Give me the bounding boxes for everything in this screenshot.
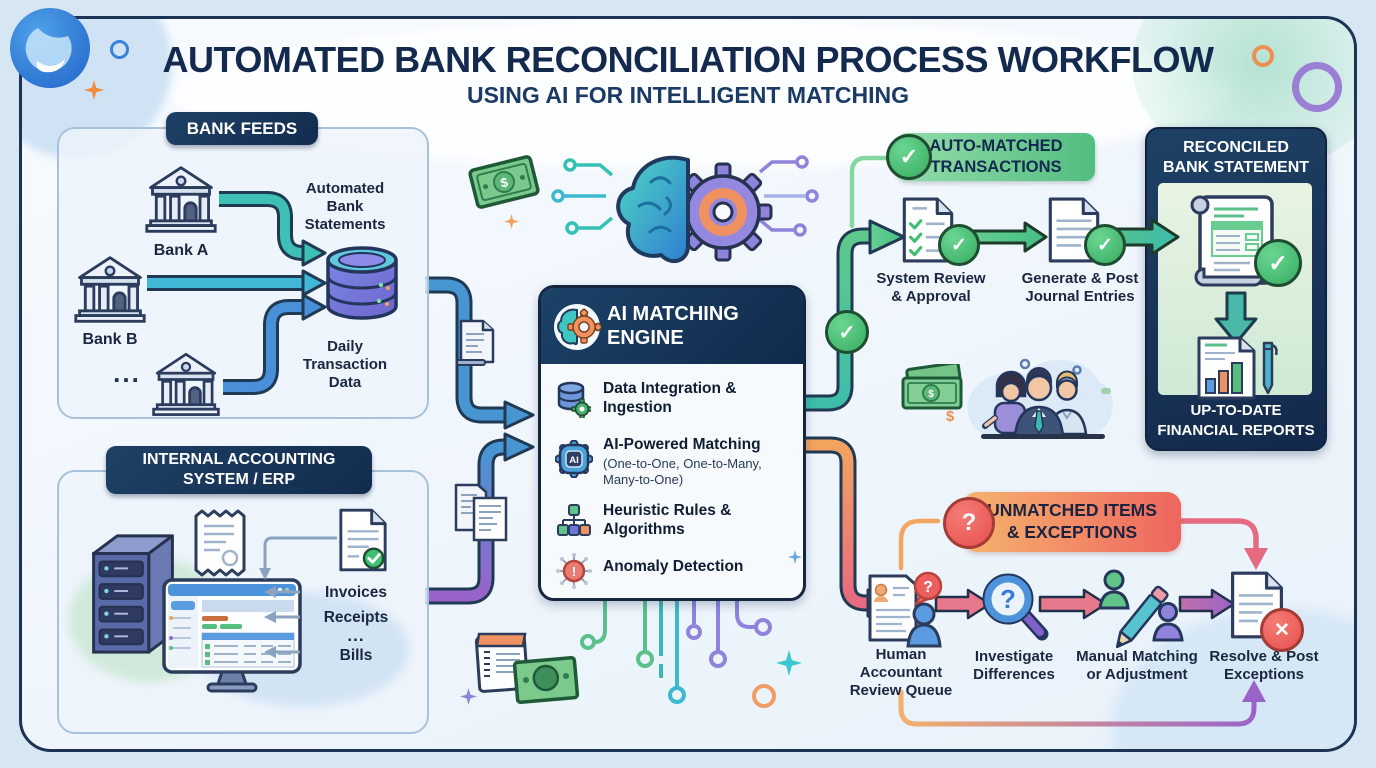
erp-badge: INTERNAL ACCOUNTING SYSTEM / ERP bbox=[106, 446, 372, 494]
unmatched-question-circle: ? bbox=[943, 497, 995, 549]
erp-badge-line2: SYSTEM / ERP bbox=[182, 471, 296, 488]
cross-glyph: ✕ bbox=[1274, 619, 1290, 641]
flow-docs-bottom-icon bbox=[454, 483, 508, 542]
erp-feed-arrows bbox=[259, 536, 337, 658]
bank-a-icon bbox=[145, 166, 217, 233]
bank-more-label: ... bbox=[113, 358, 141, 388]
system-review-label: System Review & Approval bbox=[876, 270, 986, 305]
engine-item-2-sub: (One-to-One, One-to-Many, Many-to-One) bbox=[603, 456, 762, 487]
unmatched-badge: UNMATCHED ITEMS & EXCEPTIONS bbox=[963, 492, 1181, 552]
ai-engine-title: AI MATCHING ENGINE bbox=[607, 302, 797, 350]
brain-gear-hero bbox=[616, 155, 773, 264]
pipe-check-circle: ✓ bbox=[825, 310, 869, 354]
system-review-check: ✓ bbox=[938, 224, 980, 266]
page-title: AUTOMATED BANK RECONCILIATION PROCESS WO… bbox=[162, 39, 1214, 80]
manual-matching-label: Manual Matching or Adjustment bbox=[1076, 648, 1198, 683]
manual-matching-icon bbox=[1098, 569, 1184, 648]
bill-dollar-2: $ bbox=[928, 389, 934, 400]
engine-item-4-label: Anomaly Detection bbox=[603, 558, 744, 575]
bill-dollar: $ bbox=[499, 174, 510, 190]
auto-matched-line2: TRANSACTIONS bbox=[930, 158, 1062, 176]
auto-matched-badge: AUTO-MATCHED TRANSACTIONS bbox=[897, 133, 1095, 181]
ai-matching-icon: AI bbox=[555, 440, 593, 478]
reconciled-footer-line1: UP-TO-DATE bbox=[1190, 402, 1282, 419]
erp-approved-doc-icon bbox=[339, 508, 387, 572]
engine-item-3-label: Heuristic Rules & Algorithms bbox=[603, 502, 732, 538]
human-accountant-icon: ? bbox=[868, 571, 943, 648]
brain-gear-mini-icon bbox=[554, 304, 601, 350]
money-bills-mid-icon: $ bbox=[901, 364, 963, 410]
reconciled-footer-line2: FINANCIAL REPORTS bbox=[1157, 421, 1315, 439]
journal-doc-check: ✓ bbox=[1084, 224, 1126, 266]
reconciled-footer: UP-TO-DATE FINANCIAL REPORTS bbox=[1147, 401, 1325, 440]
erp-monitor-icon bbox=[162, 578, 302, 693]
bank-database-icon bbox=[326, 246, 398, 320]
investigate-icon: ? bbox=[982, 573, 1049, 641]
ai-chip-text: AI bbox=[569, 455, 579, 466]
decor-ring-blue bbox=[110, 40, 129, 59]
anomaly-exclaim: ! bbox=[572, 564, 576, 579]
journal-label: Generate & Post Journal Entries bbox=[1021, 270, 1139, 305]
bubble-question: ? bbox=[923, 579, 933, 596]
human-accountant-label: Human Accountant Review Queue bbox=[849, 646, 953, 699]
bank-more-icon bbox=[152, 352, 220, 416]
anomaly-detection-icon: ! bbox=[556, 553, 592, 589]
bank-output-top-label: Automated Bank Statements bbox=[304, 180, 386, 233]
bank-panel-arrows bbox=[147, 191, 327, 395]
decor-ring-orange-tr bbox=[1252, 45, 1274, 67]
check-glyph: ✓ bbox=[899, 144, 919, 169]
resolve-label: Resolve & Post Exceptions bbox=[1209, 648, 1319, 683]
check-glyph: ✓ bbox=[1097, 234, 1113, 256]
bank-output-bottom-label: Daily Transaction Data bbox=[302, 338, 388, 391]
check-glyph: ✓ bbox=[951, 234, 967, 256]
reconciled-down-arrow bbox=[1214, 291, 1258, 345]
erp-badge-line1: INTERNAL ACCOUNTING bbox=[142, 451, 336, 468]
auto-matched-check-circle: ✓ bbox=[886, 134, 932, 180]
auto-matched-line1: AUTO-MATCHED bbox=[929, 137, 1063, 156]
people-team-illustration bbox=[967, 358, 1113, 440]
page-subtitle: USING AI FOR INTELLIGENT MATCHING bbox=[466, 82, 910, 108]
dollar-sign-floating: $ bbox=[945, 408, 955, 425]
bank-b-icon bbox=[74, 256, 146, 323]
bank-a-label: Bank A bbox=[153, 242, 209, 259]
decor-ring-orange-b bbox=[752, 684, 776, 708]
data-integration-icon bbox=[557, 381, 591, 418]
unmatched-line2: & EXCEPTIONS bbox=[1006, 522, 1138, 542]
reconciled-title-line1: RECONCILED bbox=[1183, 139, 1289, 156]
erp-input-receipts: Receipts bbox=[323, 609, 389, 626]
engine-item-2-label: AI-Powered Matching bbox=[603, 436, 761, 453]
magnifier-question: ? bbox=[1000, 584, 1016, 614]
company-logo bbox=[10, 8, 90, 88]
notepad-money-icon bbox=[474, 632, 580, 705]
money-bill-top-icon: $ bbox=[468, 155, 540, 209]
financial-report-icon bbox=[1197, 336, 1278, 400]
question-glyph: ? bbox=[961, 509, 977, 536]
reconciled-inner: ✓ bbox=[1158, 183, 1312, 400]
engine-item-1-label: Data Integration & Ingestion bbox=[603, 380, 737, 416]
ai-engine-title-line2: ENGINE bbox=[607, 327, 684, 349]
reconciled-title: RECONCILED BANK STATEMENT bbox=[1147, 138, 1325, 178]
erp-input-bills: Bills bbox=[339, 647, 373, 664]
erp-receipt-icon bbox=[194, 509, 246, 577]
check-glyph: ✓ bbox=[1268, 249, 1288, 276]
erp-input-invoices: Invoices bbox=[324, 584, 388, 601]
reconciled-check: ✓ bbox=[1254, 239, 1302, 287]
bank-feeds-badge-label: BANK FEEDS bbox=[186, 118, 298, 138]
reconciled-title-line2: BANK STATEMENT bbox=[1162, 159, 1310, 176]
bank-feeds-badge: BANK FEEDS bbox=[166, 112, 318, 145]
decor-ring-purple-tr bbox=[1292, 62, 1342, 112]
flow-doc-top-icon bbox=[456, 319, 495, 366]
reconciled-panel: RECONCILED BANK STATEMENT ✓ bbox=[1145, 127, 1327, 451]
check-glyph: ✓ bbox=[838, 321, 856, 344]
heuristic-rules-icon bbox=[557, 504, 591, 536]
resolve-x-circle: ✕ bbox=[1260, 608, 1304, 652]
bank-b-label: Bank B bbox=[82, 331, 138, 348]
investigate-label: Investigate Differences bbox=[973, 648, 1055, 683]
ai-engine-title-line1: AI MATCHING bbox=[607, 303, 739, 325]
ai-engine-box: AI MATCHING ENGINE Data Integration & In… bbox=[538, 285, 806, 601]
erp-input-more: ... bbox=[347, 626, 365, 645]
unmatched-line1: UNMATCHED ITEMS bbox=[987, 500, 1157, 521]
